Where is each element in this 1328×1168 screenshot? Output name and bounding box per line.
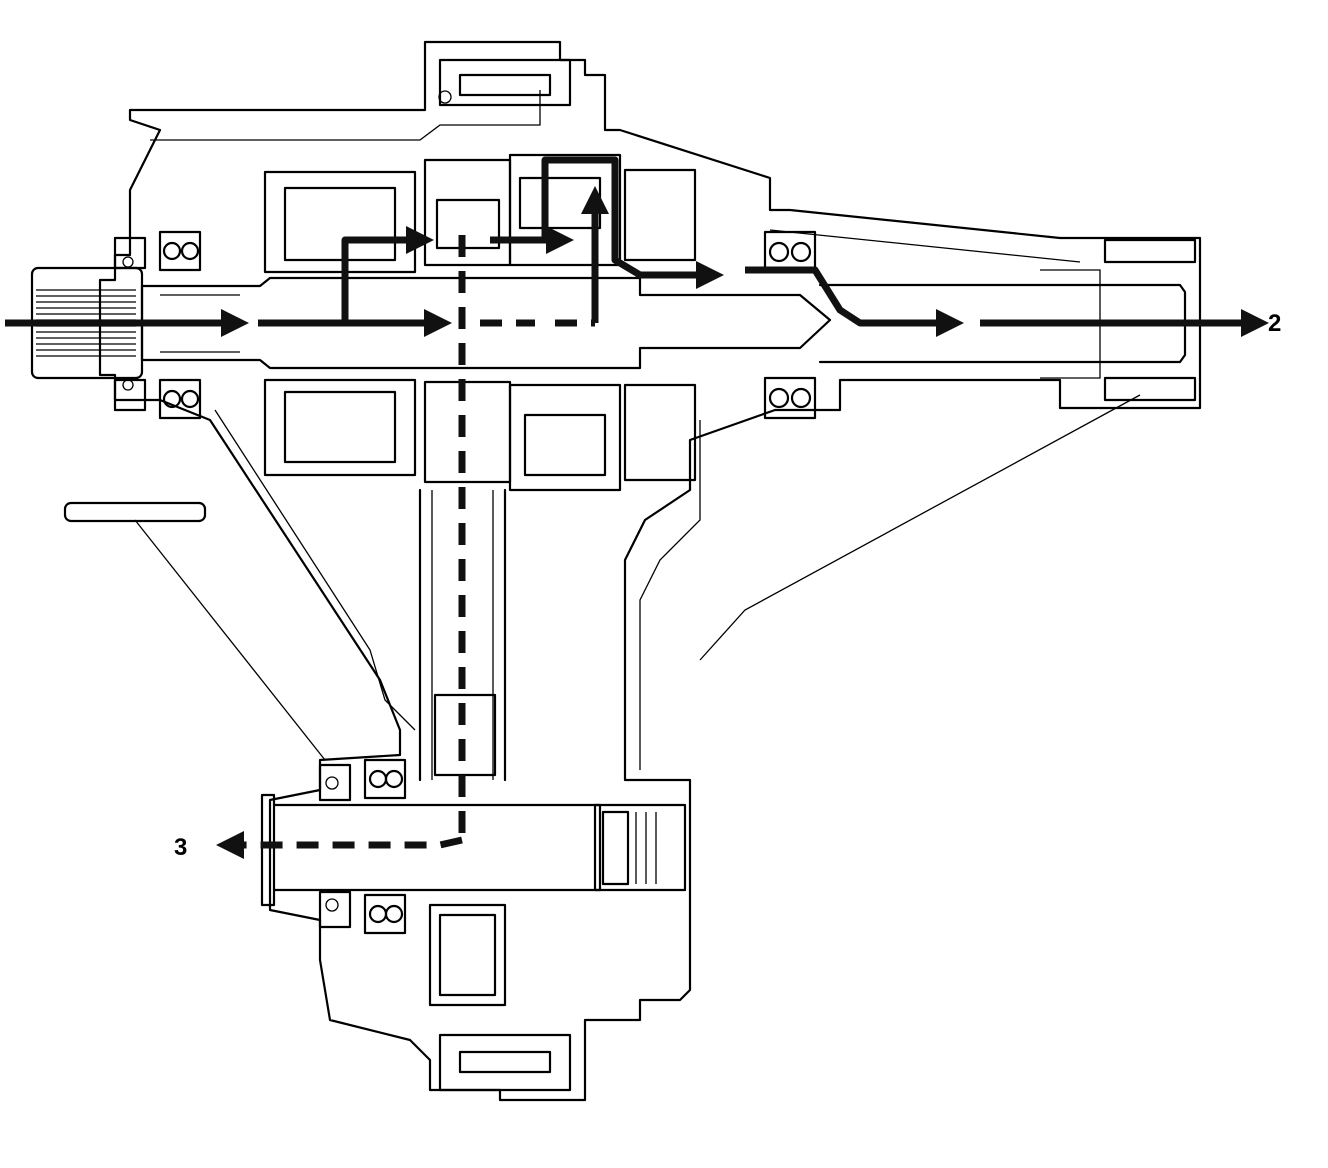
drive-sprocket-and-clutch [508,153,697,492]
upper-bolt-boss [438,58,572,107]
bearings [113,230,817,935]
power-flow-rear [5,156,1269,337]
planetary-gearset [263,170,417,477]
callout-3-front-output: 3 [174,834,187,861]
power-flow-front [216,235,595,859]
lower-bolt-boss [438,1033,572,1092]
callout-2-rear-output: 2 [1268,310,1281,337]
front-output-shaft [260,793,687,1007]
drive-chain [418,488,507,782]
housing-outline [63,40,1202,1102]
